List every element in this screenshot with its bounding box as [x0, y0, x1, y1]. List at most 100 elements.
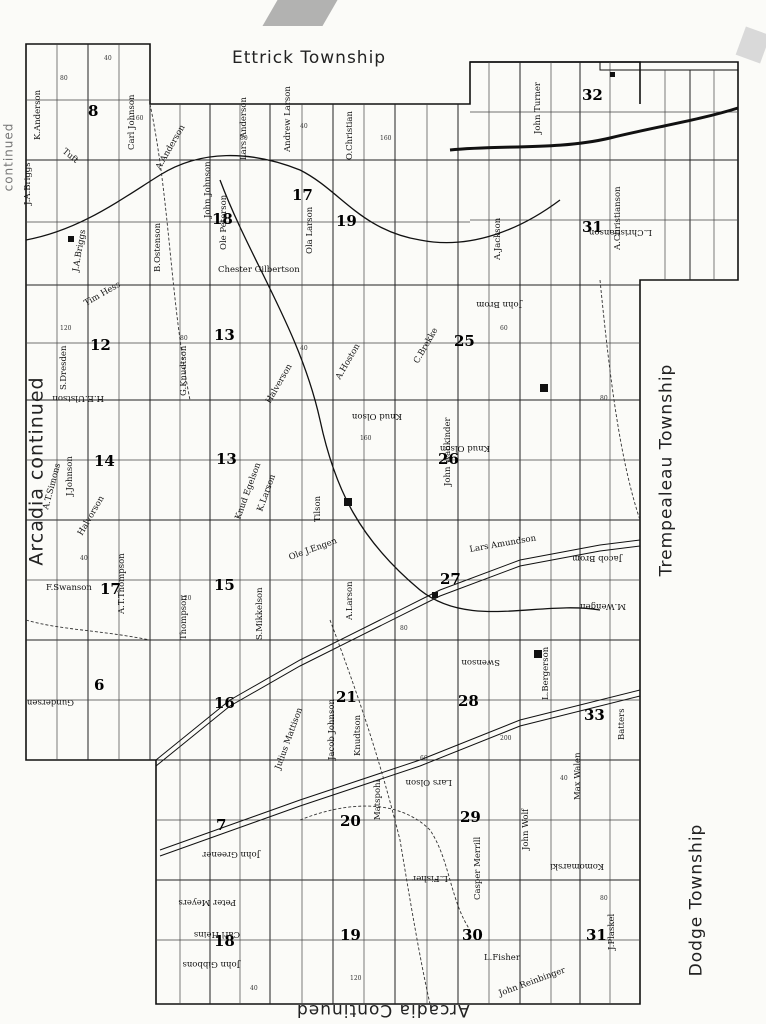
owner-name: A.T.Thompson — [117, 553, 127, 615]
owner-name: K.Anderson — [33, 89, 43, 140]
owner-name: Knudtson — [353, 714, 363, 756]
owner-name: S.Mikkelson — [255, 587, 265, 640]
owner-name: John Brom — [476, 299, 523, 309]
west-continued-label: Arcadia continued — [25, 376, 48, 566]
section-grid — [26, 44, 738, 1004]
section-number: 27 — [440, 570, 461, 588]
owner-name: Peter Meyers — [178, 897, 236, 907]
owner-name: Lars Olson — [405, 777, 452, 787]
svg-text:80: 80 — [400, 625, 408, 632]
section-number: 33 — [584, 706, 605, 724]
owner-name: H.E.Ulstson — [52, 393, 104, 403]
section-number: 19 — [336, 212, 357, 230]
stream — [25, 106, 739, 613]
section-number: 26 — [438, 450, 459, 468]
svg-text:120: 120 — [60, 325, 72, 332]
svg-text:60: 60 — [500, 325, 508, 332]
owner-name: S.Dresden — [59, 345, 69, 390]
svg-text:160: 160 — [380, 135, 392, 142]
owner-name: Batters — [617, 708, 627, 740]
owner-name: Tilson — [313, 495, 323, 522]
owner-name: John Wankinder — [443, 416, 453, 487]
owner-name: Casper Merrill — [473, 837, 483, 900]
owner-name: G.Knudtson — [179, 345, 189, 396]
owner-name: Ole J.Engen — [288, 536, 339, 563]
section-number: 6 — [94, 676, 104, 694]
svg-text:40: 40 — [300, 123, 308, 130]
corner-note: continued — [1, 122, 16, 192]
section-number: 7 — [216, 816, 226, 834]
svg-text:200: 200 — [500, 735, 512, 742]
owner-name: J.A.Briggs — [23, 162, 33, 206]
owner-name: Tuft — [60, 147, 80, 166]
owner-name: John Turner — [533, 81, 543, 135]
owner-name: Carl Heins — [194, 929, 240, 939]
parcel-lines — [26, 44, 738, 1004]
svg-text:160: 160 — [360, 435, 372, 442]
owner-name: J.Johnson — [65, 456, 75, 497]
owner-name: J.A.Briggs — [71, 229, 88, 274]
owner-name: Ole Peterson — [219, 194, 229, 250]
building-marks — [68, 72, 615, 658]
svg-text:40: 40 — [104, 55, 112, 62]
owner-name: A.Anderson — [153, 123, 187, 173]
svg-text:40: 40 — [560, 775, 568, 782]
svg-text:80: 80 — [240, 135, 248, 142]
svg-text:40: 40 — [300, 345, 308, 352]
section-number: 13 — [216, 450, 237, 468]
owner-name: John Johnson — [203, 161, 213, 219]
section-numbers: 8 18 17 19 32 31 12 13 25 14 13 26 17 15… — [88, 86, 607, 950]
owner-name: O.Christian — [345, 111, 355, 160]
owner-name: Knud Egelson — [233, 461, 263, 521]
owner-name: Jacob Brom — [572, 553, 623, 563]
roads — [25, 103, 641, 1005]
owner-name: Lars Anderson — [239, 97, 249, 160]
owner-name: Halverson — [264, 362, 295, 406]
owner-name: Knud Olson — [439, 443, 490, 453]
section-number: 29 — [460, 808, 481, 826]
owner-name: Carl Johnson — [127, 94, 137, 150]
section-number: 21 — [336, 688, 357, 706]
owner-name: Andrew Larson — [283, 86, 293, 153]
owner-name: Thompson — [179, 595, 189, 640]
owner-name: K.Larson — [255, 473, 278, 513]
section-number: 13 — [214, 326, 235, 344]
owner-name: John Wolf — [521, 808, 531, 851]
section-number: 17 — [100, 580, 121, 598]
section-number: 28 — [458, 692, 479, 710]
owner-name: A.Larson — [345, 581, 355, 621]
owner-name: Matspohl — [373, 779, 383, 820]
owner-name: Knud Olson — [351, 411, 402, 421]
section-number: 12 — [90, 336, 111, 354]
north-township-label: Ettrick Township — [232, 48, 387, 68]
section-number: 20 — [340, 812, 361, 830]
svg-text:80: 80 — [600, 895, 608, 902]
owner-name: L.Bergerson — [541, 646, 551, 700]
section-number: 31 — [582, 218, 603, 236]
svg-text:80: 80 — [60, 75, 68, 82]
section-number: 17 — [292, 186, 313, 204]
owner-name: L.Fisher — [411, 873, 448, 883]
svg-text:120: 120 — [180, 595, 192, 602]
svg-text:40: 40 — [80, 555, 88, 562]
section-number: 16 — [214, 694, 235, 712]
svg-text:60: 60 — [420, 755, 428, 762]
southeast-township-label: Dodge Township — [686, 823, 707, 977]
south-continued-label: Arcadia Continued — [296, 1000, 470, 1020]
svg-text:80: 80 — [180, 335, 188, 342]
section-number: 30 — [462, 926, 483, 944]
owner-name: A.Christianson — [613, 186, 623, 251]
section-number: 14 — [94, 452, 115, 470]
section-number: 18 — [212, 210, 233, 228]
owner-name: Julius Mattison — [273, 706, 305, 772]
owner-name: A.Jackson — [493, 217, 503, 261]
owner-name: A.Hoston — [333, 342, 362, 383]
owner-name: L.Fisher — [484, 953, 521, 963]
section-number: 31 — [586, 926, 607, 944]
owner-name: John Greener — [201, 849, 261, 859]
owner-name: Gundersen — [26, 697, 74, 707]
section-number: 18 — [214, 932, 235, 950]
owner-name: B.Ostenson — [153, 222, 163, 272]
